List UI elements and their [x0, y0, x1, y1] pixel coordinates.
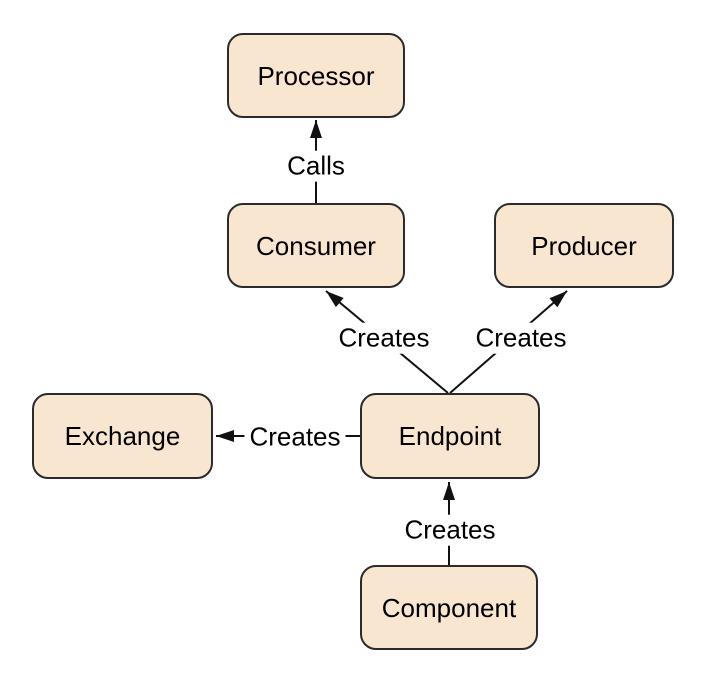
node-producer: Producer	[494, 203, 674, 288]
node-component-label: Component	[381, 592, 517, 623]
node-consumer-label: Consumer	[256, 230, 376, 261]
edge-label-creates-producer: Creates	[470, 322, 572, 354]
node-consumer: Consumer	[227, 203, 405, 288]
node-processor: Processor	[227, 33, 405, 118]
edge-label-creates-endpoint: Creates	[399, 514, 501, 546]
node-producer-label: Producer	[531, 230, 637, 261]
node-component: Component	[360, 565, 538, 650]
edge-label-creates-exchange: Creates	[244, 421, 346, 453]
edge-label-creates-consumer: Creates	[333, 322, 435, 354]
edge-label-calls: Calls	[282, 150, 350, 182]
node-processor-label: Processor	[257, 60, 375, 91]
node-endpoint: Endpoint	[360, 393, 540, 479]
node-endpoint-label: Endpoint	[398, 421, 502, 451]
node-exchange-label: Exchange	[64, 421, 181, 451]
node-exchange: Exchange	[32, 393, 213, 479]
